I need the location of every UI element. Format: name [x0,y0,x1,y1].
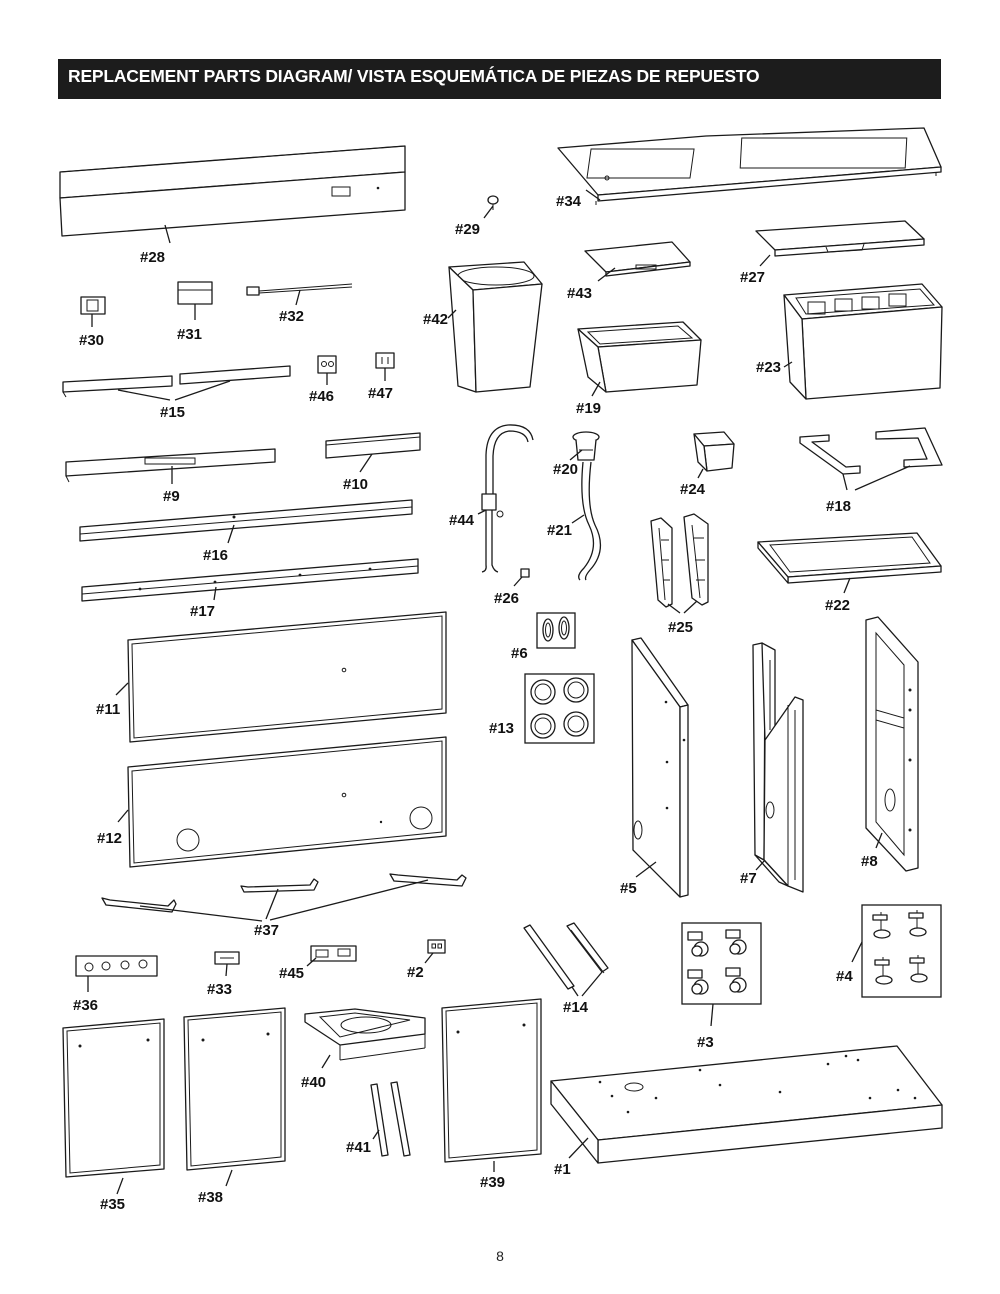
part-11-back-panel [115,611,447,743]
label-45: #45 [279,965,304,982]
part-31-power-box [177,281,213,320]
part-5-side-panel [631,637,689,898]
part-4-leveling-feet [851,904,942,998]
part-43-small-lid [584,241,691,282]
label-1: #1 [554,1161,571,1178]
part-7-center-partition [752,642,804,893]
part-37-door-handles [101,873,467,922]
label-3: #3 [697,1034,714,1051]
label-43: #43 [567,285,592,302]
label-44: #44 [449,512,475,529]
part-39-door [441,998,542,1172]
part-24-utensil-cup [693,431,735,479]
label-25: #25 [668,619,693,636]
label-8: #8 [861,853,878,870]
part-38-door [183,1007,286,1187]
part-6-grommets-set [536,612,576,649]
part-19-sink-tray [577,321,702,397]
part-29-knob [483,195,499,219]
label-34: #34 [556,193,582,210]
part-35-door [62,1018,165,1195]
part-28-front-header-panel [59,145,406,244]
part-47-outlet [375,352,395,381]
part-21-drain-hose [571,461,602,581]
label-28: #28 [140,249,165,266]
label-14: #14 [563,999,589,1016]
label-20: #20 [553,461,578,478]
label-19: #19 [576,400,601,417]
label-24: #24 [680,481,706,498]
part-20-sink-drain [569,431,600,461]
label-11: #11 [96,701,120,718]
part-33-connector [214,951,240,977]
page-header: REPLACEMENT PARTS DIAGRAM/ VISTA ESQUEMÁ… [58,59,941,99]
part-27-large-lid [755,220,925,267]
part-34-countertop [557,127,942,205]
label-32: #32 [279,308,304,325]
part-44-faucet [477,424,534,573]
part-26-nut [513,568,530,587]
part-23-ice-bin [783,283,943,400]
label-47: #47 [368,385,393,402]
label-26: #26 [494,590,519,607]
label-2: #2 [407,964,424,981]
part-30-switch [80,296,106,327]
label-15: #15 [160,404,185,421]
label-4: #4 [836,968,853,985]
label-37: #37 [254,922,279,939]
part-10-short-rail [325,432,421,473]
label-16: #16 [203,547,228,564]
label-6: #6 [511,645,528,662]
part-9-control-rail [65,448,276,484]
part-18-brackets [799,427,943,491]
label-30: #30 [79,332,104,349]
label-13: #13 [489,720,514,737]
label-21: #21 [547,522,572,539]
label-12: #12 [97,830,122,847]
part-46-outlet [317,355,337,385]
label-29: #29 [455,221,480,238]
part-15-trim-rails [62,365,291,401]
part-13-grommets-set [524,673,595,744]
part-41-support-bars [370,1081,411,1157]
label-5: #5 [620,880,637,897]
label-17: #17 [190,603,215,620]
page-number: 8 [496,1248,504,1264]
part-2-switch-plate [424,939,446,964]
label-40: #40 [301,1074,326,1091]
label-22: #22 [825,597,850,614]
part-17-long-rail [81,558,419,602]
label-35: #35 [100,1196,125,1213]
part-25-side-channels [650,513,709,614]
part-36-knob-plate [75,955,158,992]
part-45-dual-outlet [306,945,357,967]
part-3-casters-set [681,922,762,1027]
part-32-power-cord [246,283,353,306]
label-10: #10 [343,476,368,493]
part-16-long-rail [79,499,413,544]
part-12-lower-panel [117,736,447,868]
part-1-base-platform [550,1045,943,1164]
part-14-drawer-slides [523,922,609,997]
label-9: #9 [163,488,180,505]
label-27: #27 [740,269,765,286]
label-23: #23 [756,359,781,376]
label-36: #36 [73,997,98,1014]
label-33: #33 [207,981,232,998]
label-38: #38 [198,1189,223,1206]
part-22-ice-bin-frame [757,532,942,594]
label-39: #39 [480,1174,505,1191]
label-18: #18 [826,498,851,515]
label-42: #42 [423,311,448,328]
label-31: #31 [177,326,202,343]
label-46: #46 [309,388,334,405]
label-41: #41 [346,1139,371,1156]
part-40-drawer-frame [304,1008,426,1069]
part-42-trash-bin [447,261,543,393]
label-7: #7 [740,870,757,887]
part-8-side-frame [865,616,919,872]
